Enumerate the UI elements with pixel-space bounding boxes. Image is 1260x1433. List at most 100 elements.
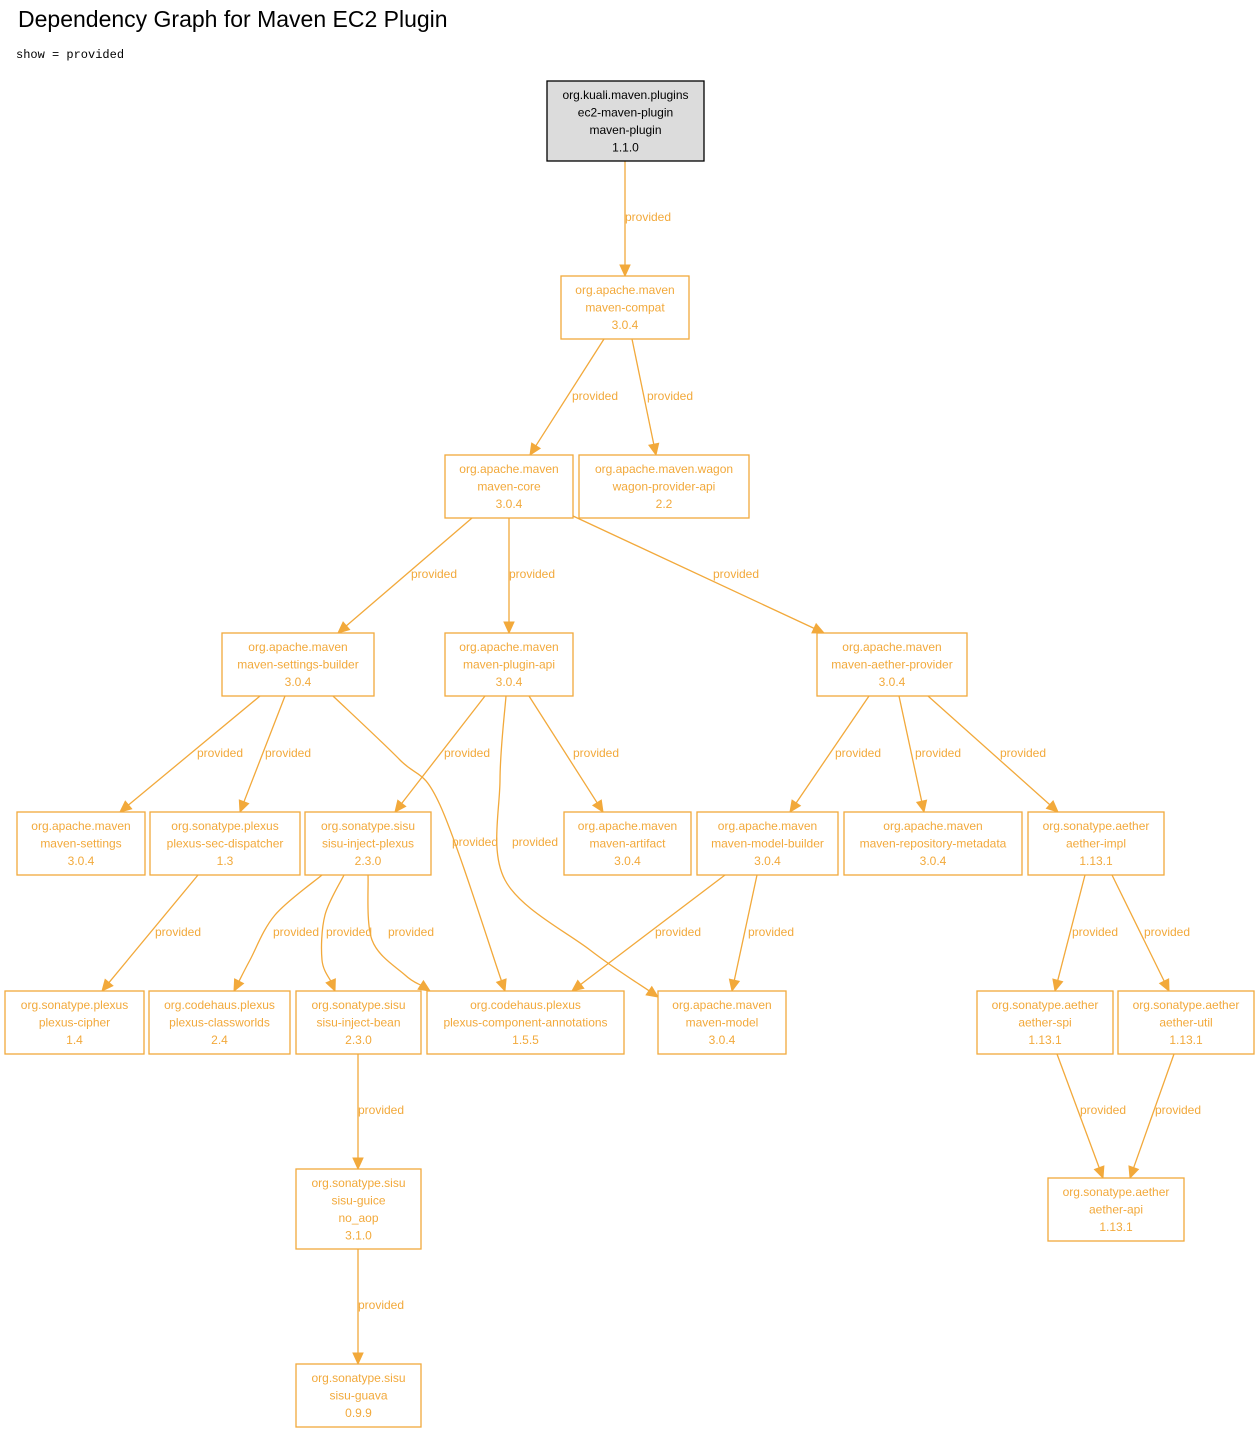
node-label-line: 3.0.4 xyxy=(612,318,639,332)
node-box xyxy=(546,80,705,162)
node-label-line: maven-core xyxy=(477,480,541,494)
edge-label: provided xyxy=(452,835,498,849)
node-annotations[interactable]: org.codehaus.plexusplexus-component-anno… xyxy=(426,990,625,1055)
node-label-line: maven-settings xyxy=(40,837,121,851)
node-root[interactable]: org.kuali.maven.pluginsec2-maven-pluginm… xyxy=(546,80,705,162)
node-box xyxy=(295,1363,422,1428)
arrowhead-icon xyxy=(591,799,604,814)
page-title: Dependency Graph for Maven EC2 Plugin xyxy=(18,6,448,32)
node-label-line: plexus-sec-dispatcher xyxy=(167,837,284,851)
arrowhead-icon xyxy=(789,799,802,813)
node-label-line: org.apache.maven xyxy=(672,998,771,1012)
edge-pluginapi-to-artifact: provided xyxy=(528,695,619,814)
edge-label: provided xyxy=(358,1298,404,1312)
node-label-line: maven-repository-metadata xyxy=(860,837,1007,851)
node-label-line: aether-impl xyxy=(1066,837,1126,851)
node-label-line: 3.1.0 xyxy=(345,1228,372,1242)
arrowhead-icon xyxy=(1045,800,1059,813)
edge-label: provided xyxy=(1000,746,1046,760)
edge-label: provided xyxy=(1080,1103,1126,1117)
node-label-line: sisu-guava xyxy=(329,1389,387,1403)
edge-label: provided xyxy=(1072,925,1118,939)
node-label-line: ec2-maven-plugin xyxy=(578,105,673,119)
edge-aetherutil-to-aetherapi: provided xyxy=(1128,1053,1201,1180)
edge-compat-to-core: provided xyxy=(529,338,618,457)
node-label-line: org.sonatype.sisu xyxy=(311,1371,405,1385)
edge-label: provided xyxy=(625,210,671,224)
edge-label: provided xyxy=(1144,925,1190,939)
edge-line xyxy=(572,515,816,630)
edge-line xyxy=(367,874,422,987)
node-aetherprovider[interactable]: org.apache.mavenmaven-aether-provider3.0… xyxy=(816,632,968,697)
edge-label: provided xyxy=(155,925,201,939)
edge-injectplexus-to-injectbean: provided xyxy=(320,874,372,993)
node-box xyxy=(657,990,787,1055)
node-box xyxy=(976,990,1114,1055)
edge-line xyxy=(898,695,923,803)
node-label-line: maven-model xyxy=(686,1016,759,1030)
node-label-line: maven-model-builder xyxy=(711,837,824,851)
node-box xyxy=(149,811,301,876)
edge-label: provided xyxy=(647,389,693,403)
edge-label: provided xyxy=(265,746,311,760)
edge-label: provided xyxy=(326,925,372,939)
arrowhead-icon xyxy=(352,1157,364,1171)
edge-pluginapi-to-injectplexus: provided xyxy=(394,695,490,813)
node-label-line: 1.1.0 xyxy=(612,140,639,154)
node-label-line: 1.13.1 xyxy=(1028,1033,1062,1047)
node-label-line: maven-artifact xyxy=(589,837,666,851)
arrowhead-icon xyxy=(394,799,407,813)
node-label-line: org.apache.maven xyxy=(459,462,558,476)
node-label-line: plexus-component-annotations xyxy=(443,1016,607,1030)
node-settingsbuilder[interactable]: org.apache.mavenmaven-settings-builder3.… xyxy=(221,632,375,697)
node-label-line: 1.13.1 xyxy=(1169,1033,1203,1047)
node-wagon[interactable]: org.apache.maven.wagon wagon-provider-api… xyxy=(578,454,750,519)
arrowhead-icon xyxy=(619,264,631,278)
edge-line xyxy=(1056,874,1086,982)
node-repometa[interactable]: org.apache.mavenmaven-repository-metadat… xyxy=(843,811,1023,876)
arrowhead-icon xyxy=(417,979,432,992)
arrowhead-icon xyxy=(811,622,826,634)
arrowhead-icon xyxy=(1128,1165,1140,1180)
node-secdispatcher[interactable]: org.sonatype.plexusplexus-sec-dispatcher… xyxy=(149,811,301,876)
edge-line xyxy=(107,874,199,984)
edge-label: provided xyxy=(835,746,881,760)
node-label-line: wagon-provider-api xyxy=(612,480,716,494)
edge-label: provided xyxy=(509,567,555,581)
arrowhead-icon xyxy=(1093,1165,1105,1180)
edge-line xyxy=(1132,1053,1175,1169)
edge-modelbuilder-to-annotations: provided xyxy=(571,874,726,992)
arrowhead-icon xyxy=(648,442,660,457)
node-label-line: org.kuali.maven.plugins xyxy=(562,88,688,102)
edge-line xyxy=(534,338,605,447)
node-label-line: org.apache.maven xyxy=(842,640,941,654)
edge-line xyxy=(1056,1053,1101,1169)
edge-line xyxy=(127,695,261,807)
node-label-line: 2.3.0 xyxy=(355,854,382,868)
node-label-line: aether-spi xyxy=(1018,1016,1071,1030)
node-label-line: org.apache.maven.wagon xyxy=(595,462,733,476)
edge-label: provided xyxy=(512,835,558,849)
edge-label: provided xyxy=(572,389,618,403)
node-label-line: sisu-inject-plexus xyxy=(322,837,414,851)
node-label-line: maven-plugin-api xyxy=(463,658,555,672)
node-label-line: sisu-inject-bean xyxy=(316,1016,400,1030)
